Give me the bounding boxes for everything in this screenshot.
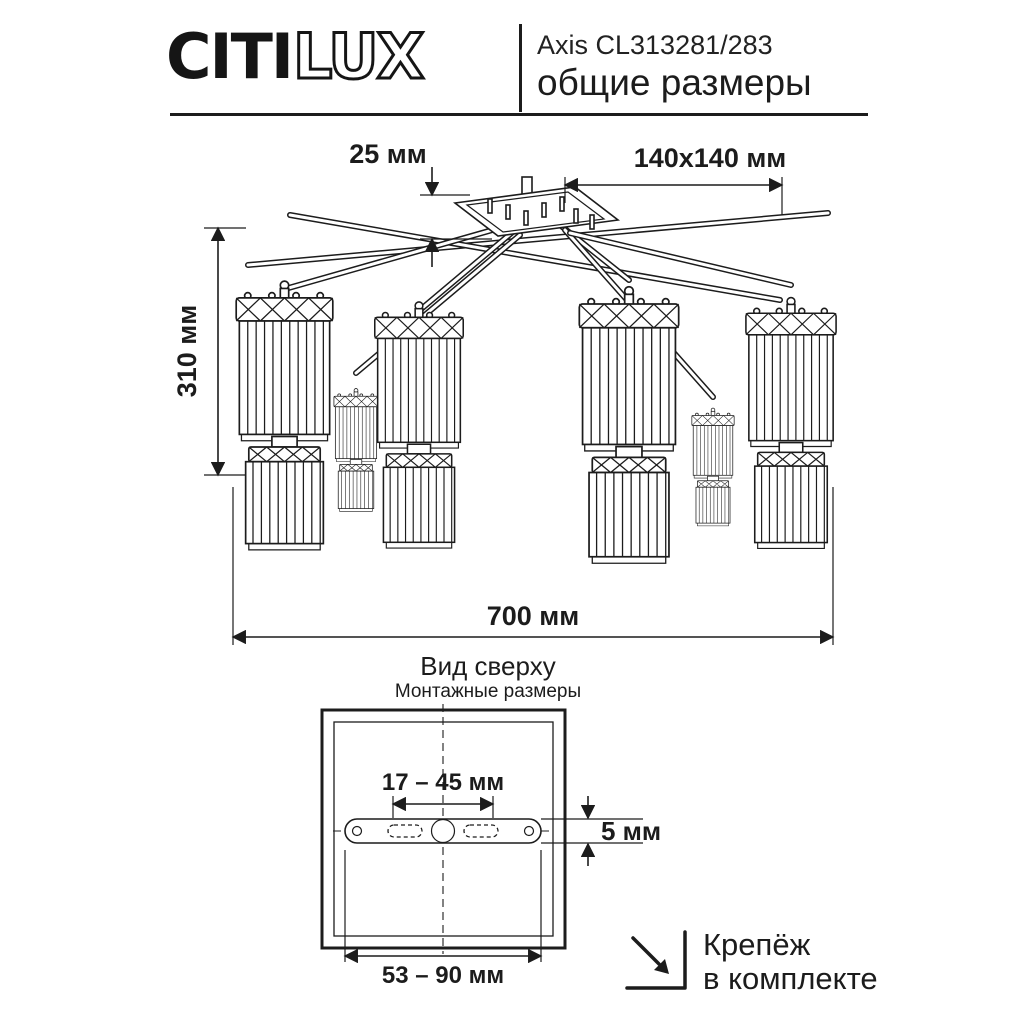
shade-right-far [744, 296, 838, 550]
dim-25mm: 25 мм [349, 139, 492, 267]
dim-25mm-label: 25 мм [349, 139, 426, 169]
arrow-head [654, 959, 669, 974]
dim-140mm: 140x140 мм [563, 143, 787, 215]
dim-53-90mm: 53 – 90 мм [343, 850, 543, 989]
fasteners-included-icon [625, 930, 687, 990]
dim-310mm: 310 мм [172, 226, 246, 477]
citilux-logo: CITI LUX [166, 20, 426, 93]
shade-small-right [691, 407, 735, 527]
fasteners-text-line1: Крепёж [703, 927, 811, 962]
axis-rods [245, 210, 831, 303]
shade-left-mid [373, 301, 465, 549]
model-number: Axis CL313281/283 [537, 30, 773, 60]
dim-53-90-label: 53 – 90 мм [382, 962, 504, 989]
top-view-subtitle: Монтажные размеры [394, 681, 582, 702]
fasteners-text-line2: в комплекте [703, 961, 878, 996]
shade-left-front [235, 280, 334, 551]
chandelier-drawing: 25 мм 140x140 мм 310 мм 700 мм [172, 139, 838, 645]
dim-700mm-label: 700 мм [487, 601, 580, 631]
dim-17-45-label: 17 – 45 мм [382, 769, 504, 796]
dim-700mm: 700 мм [231, 487, 835, 645]
dim-310mm-label: 310 мм [172, 305, 202, 398]
crystal-shades [235, 280, 838, 565]
top-view-title: Вид сверху [420, 651, 556, 681]
sheet-subtitle: общие размеры [537, 62, 812, 103]
dim-5mm: 5 мм [541, 796, 661, 866]
shade-small-left [333, 388, 379, 512]
logo-text-solid: CITI [166, 20, 294, 93]
header-rule [170, 113, 868, 116]
mounting-strap [344, 818, 542, 844]
dim-17-45mm: 17 – 45 мм [382, 769, 504, 818]
shade-right-front [578, 285, 680, 565]
ceiling-canopy [452, 176, 621, 237]
dim-140mm-label: 140x140 мм [634, 143, 787, 173]
logo-text-outline: LUX [291, 20, 425, 93]
chandelier-arms [282, 222, 794, 400]
header-vertical-divider [519, 24, 522, 112]
dim-5mm-label: 5 мм [601, 816, 661, 846]
mounting-diagram: 17 – 45 мм 5 мм 53 – 90 мм [320, 704, 661, 989]
